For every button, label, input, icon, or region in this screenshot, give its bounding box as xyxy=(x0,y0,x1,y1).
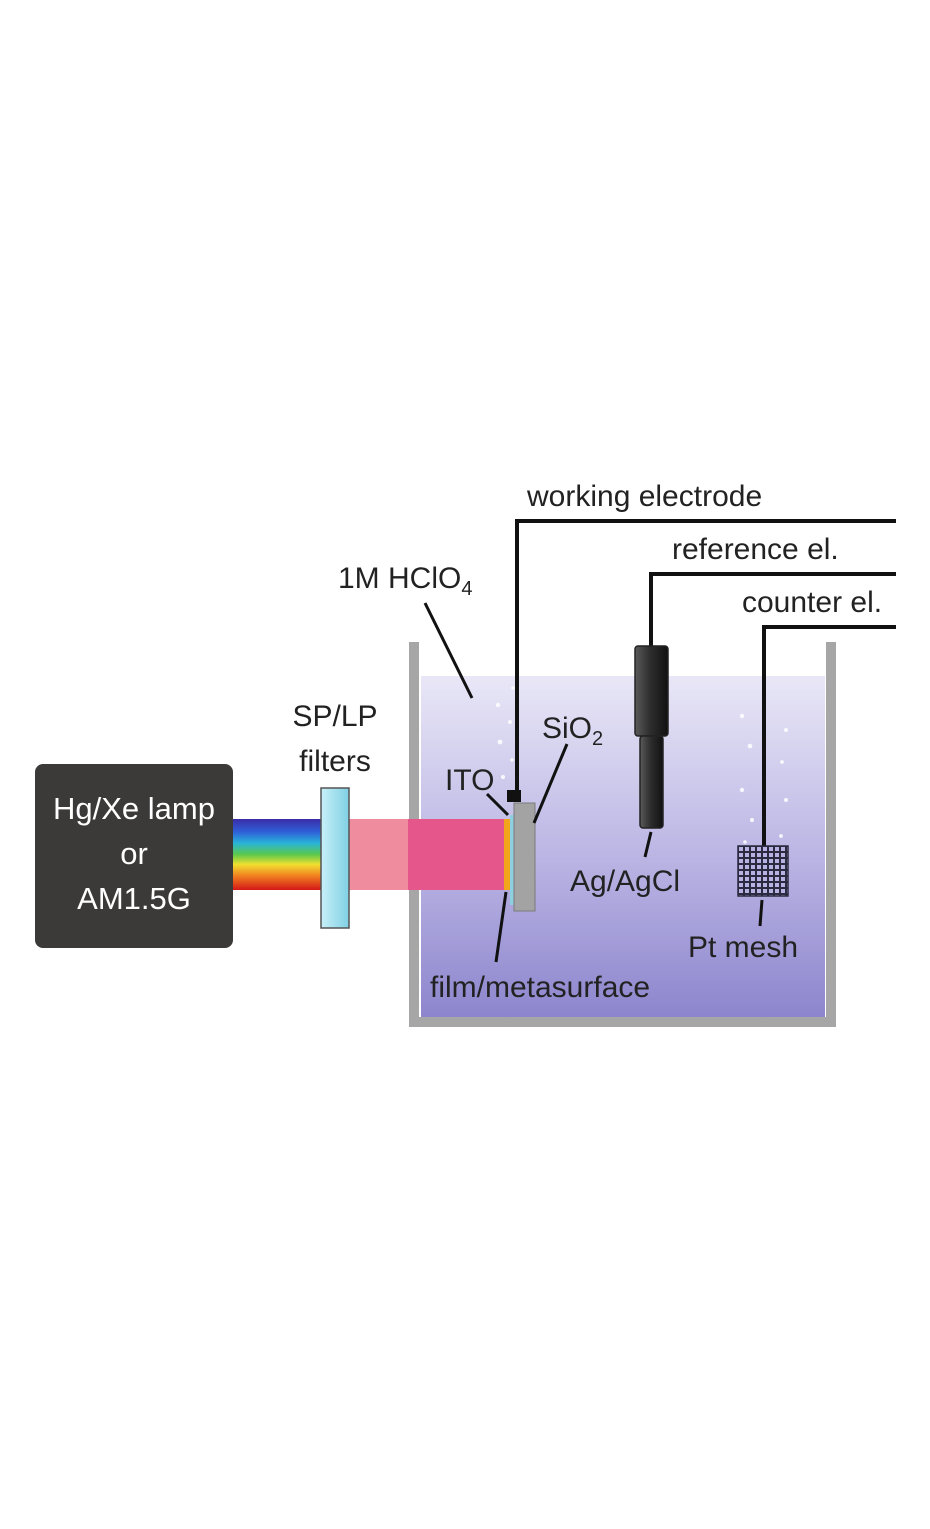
film-leader-line xyxy=(494,891,508,963)
reference-electrode xyxy=(634,645,669,829)
filtered-light-beam xyxy=(346,819,504,890)
white-light-spectrum-beam xyxy=(233,819,323,890)
filtered-beam-outside xyxy=(346,819,408,890)
working-electrode-label: working electrode xyxy=(526,480,762,513)
filtered-beam-in-cell xyxy=(408,819,504,890)
reference-electrode-lower-body xyxy=(639,735,664,829)
film-metasurface-label: film/metasurface xyxy=(430,971,650,1004)
film-metasurface-layer xyxy=(504,819,513,890)
reference-electrode-label: reference el. xyxy=(672,533,839,566)
sio2-label: SiO2 xyxy=(542,712,603,750)
counter-electrode-label: counter el. xyxy=(742,586,882,619)
sp-lp-filter xyxy=(320,787,350,929)
filters-label-line1: SP/LP xyxy=(292,700,377,733)
working-electrode-sample xyxy=(504,790,536,912)
sio2-leader-line xyxy=(532,743,569,824)
sio2-label-main: SiO xyxy=(542,712,592,745)
agagcl-leader-line xyxy=(643,831,653,858)
working-electrode-wire xyxy=(515,519,896,796)
sio2-label-subscript: 2 xyxy=(592,728,603,750)
electrolyte-leader-line xyxy=(423,602,474,699)
reference-electrode-wire xyxy=(649,572,896,646)
electrolyte-label: 1M HClO4 xyxy=(338,562,472,600)
sio2-substrate xyxy=(513,802,536,912)
electrolyte-label-subscript: 4 xyxy=(461,578,472,600)
counter-electrode-wire xyxy=(762,625,896,850)
gas-bubbles xyxy=(495,686,788,844)
electrolyte-label-main: 1M HClO xyxy=(338,562,461,595)
lamp-source: Hg/Xe lamp or AM1.5G xyxy=(35,764,233,948)
ito-label: ITO xyxy=(445,764,494,797)
reference-electrode-upper-body xyxy=(634,645,669,737)
lamp-label-line3: AM1.5G xyxy=(77,881,191,916)
leader-lines xyxy=(423,602,764,963)
lamp-box xyxy=(35,764,233,948)
pt-mesh-label: Pt mesh xyxy=(688,931,798,964)
lamp-label-line1: Hg/Xe lamp xyxy=(53,791,215,826)
pt-mesh-counter-electrode xyxy=(737,845,789,897)
electrode-wires xyxy=(515,519,896,850)
pt-mesh-leader-line xyxy=(758,899,764,927)
ito-layer xyxy=(510,815,515,905)
agagcl-label: Ag/AgCl xyxy=(570,865,680,898)
ito-leader-line xyxy=(485,792,510,817)
lamp-label-line2: or xyxy=(120,836,148,871)
filters-label-line2: filters xyxy=(299,745,371,778)
